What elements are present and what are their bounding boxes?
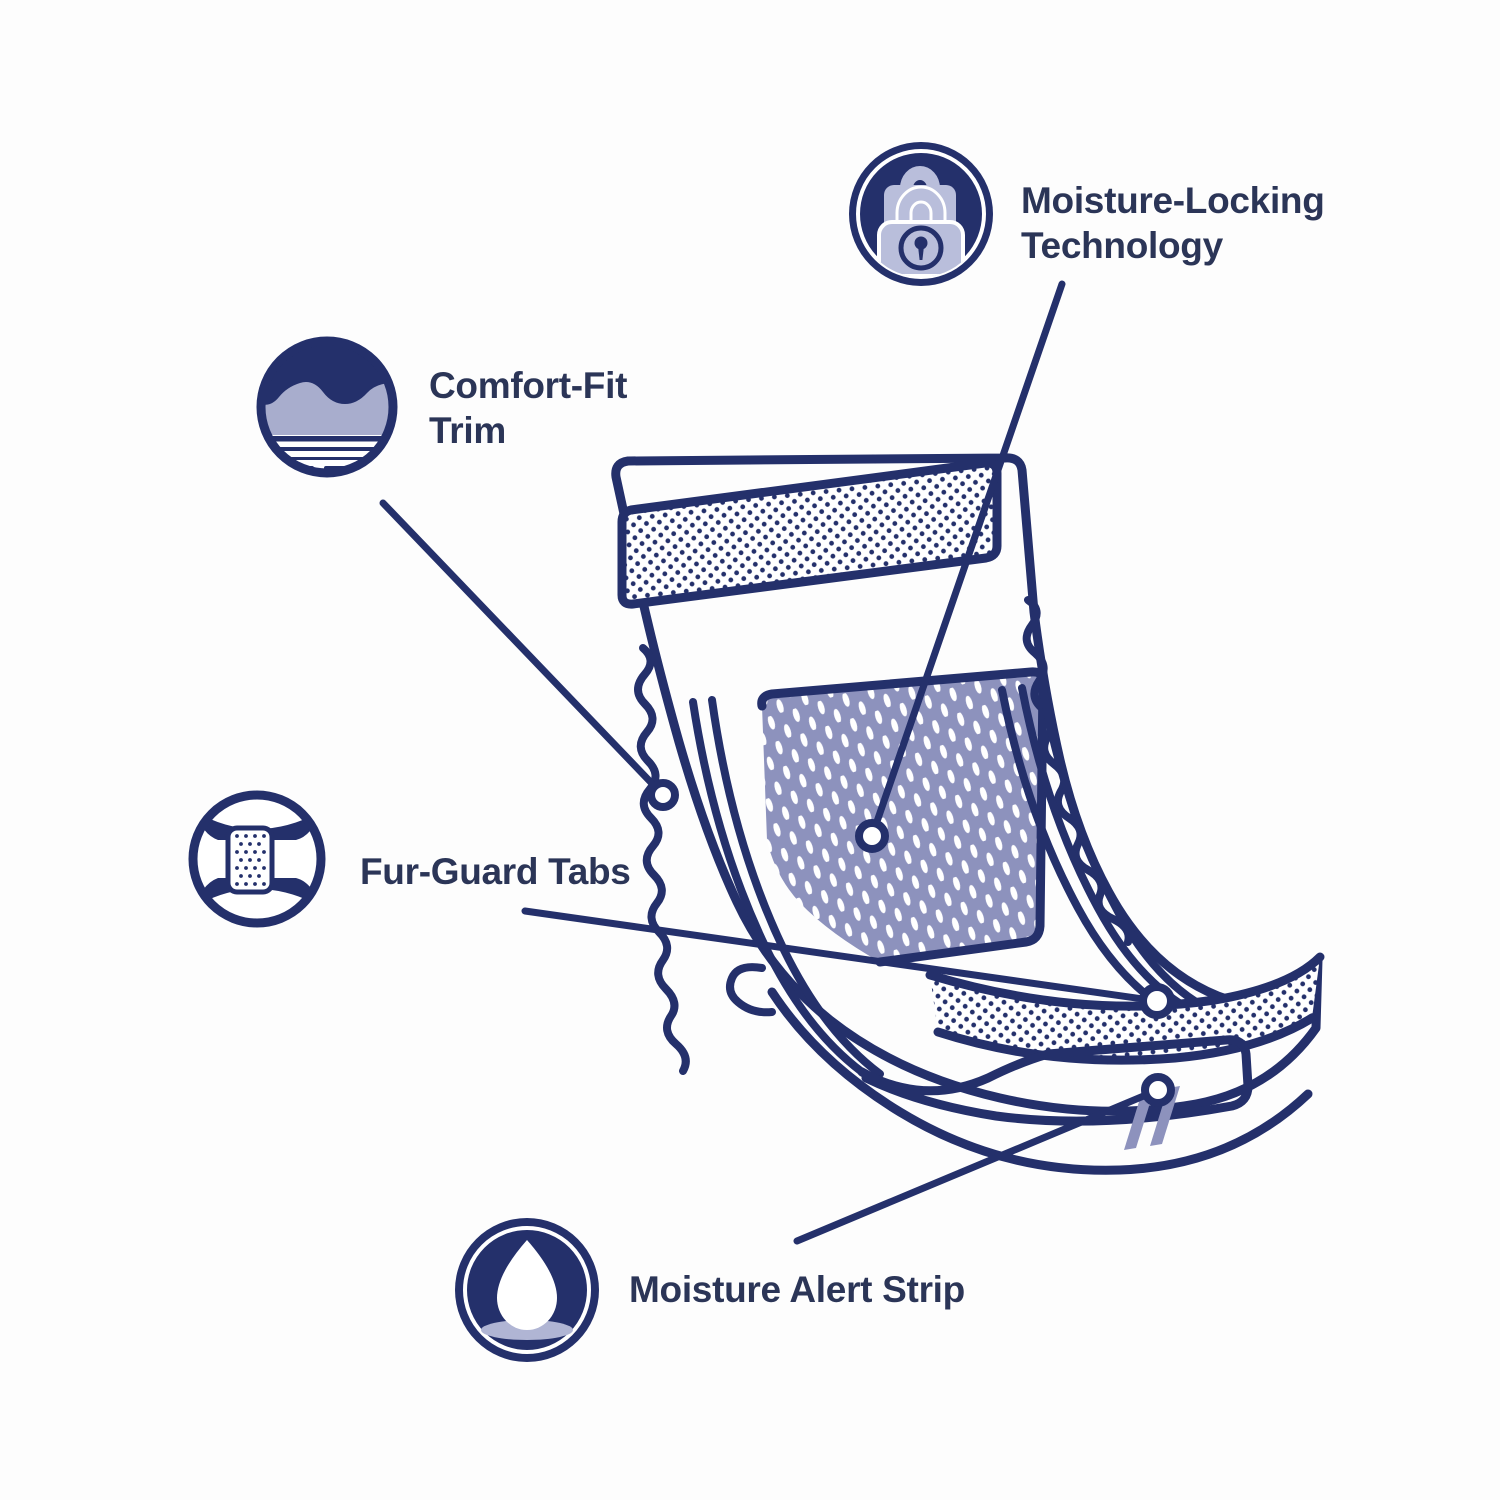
target-dot-moisture-locking <box>855 819 889 853</box>
leg-ruffle-left-wave <box>634 644 690 1075</box>
callout-label-fur-guard: Fur-Guard Tabs <box>360 851 631 892</box>
leader-line-fur-guard <box>521 907 1161 1005</box>
leader-target-dots <box>647 779 1175 1107</box>
diaper-bottom-edge <box>767 987 1313 1175</box>
water-droplet-icon[interactable] <box>455 1218 599 1362</box>
leader-line-comfort-fit <box>379 499 667 799</box>
front-flap-outline <box>857 1035 1253 1126</box>
callout-label-moisture-alert: Moisture Alert Strip <box>629 1269 965 1310</box>
leader-line-moisture-locking <box>868 280 1066 840</box>
callout-label-comfort-fit: Comfort-Fit Trim <box>429 365 628 452</box>
leg-ruffle-right-line-1 <box>998 686 1178 1018</box>
leg-ruffle-right-line-3 <box>1039 686 1210 1012</box>
tab-strip-icon[interactable] <box>188 790 326 928</box>
target-dot-fur-guard <box>1139 983 1175 1019</box>
leader-line-moisture-alert <box>793 1086 1162 1245</box>
callout-label-moisture-locking: Moisture-Locking Technology <box>1021 180 1325 267</box>
left-tab-bump <box>726 963 776 1017</box>
diaper-illustration <box>611 453 1325 1175</box>
target-dot-moisture-alert <box>1141 1073 1175 1107</box>
leader-lines <box>379 280 1162 1245</box>
moisture-alert-strip <box>1124 1086 1180 1150</box>
lock-icon[interactable] <box>849 142 993 286</box>
leg-ruffle-left-line-2 <box>708 696 884 1078</box>
target-dot-comfort-fit <box>647 779 679 811</box>
lower-waistband-outline-2 <box>933 1013 1317 1065</box>
wave-layers-icon[interactable] <box>255 335 399 479</box>
lower-waistband-outline <box>925 952 1325 1011</box>
leg-ruffle-left-line-1 <box>689 698 866 1076</box>
